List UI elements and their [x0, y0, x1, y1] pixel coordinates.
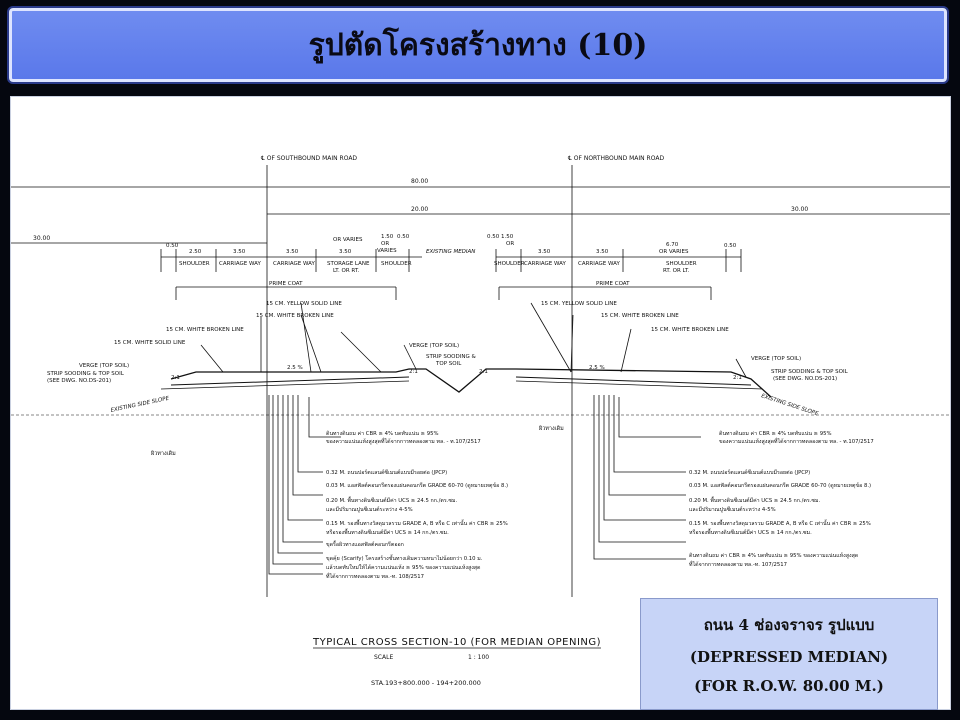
lane-carriage-2: CARRIAGE WAY: [273, 261, 315, 267]
caption-box: ถนน 4 ช่องจราจร รูปแบบ (DEPRESSED MEDIAN…: [640, 598, 938, 710]
cross-section-svg: ℄ OF SOUTHBOUND MAIN ROAD ℄ OF NORTHBOUN…: [11, 155, 950, 687]
strip-callout-1b: (SEE DWG. NO.DS-201): [47, 378, 111, 384]
w-3-50-d: 3.50: [538, 249, 551, 255]
lane-storage-1: STORAGE LANE: [327, 261, 370, 267]
left-layer-1b: ของความแน่นแห้งสูงสุดที่ได้จากการทดลองตา…: [326, 437, 481, 445]
right-layer-4a: 0.20 M. พื้นทางดินซีเมนต์มีค่า UCS ≥ 24.…: [689, 496, 820, 504]
caption-line-3: (FOR R.O.W. 80.00 M.): [694, 677, 884, 696]
lane-shoulder-2: SHOULDER: [381, 261, 412, 267]
strip-callout-3b: (SEE DWG. NO.DS-201): [773, 376, 837, 382]
prime-coat-1: PRIME COAT: [269, 281, 303, 287]
caption-line-1: ถนน 4 ช่องจราจร รูปแบบ: [703, 615, 875, 634]
left-layer-2: 0.32 M. ถนนปอร์ตแลนด์ซีเมนต์แบบมีรอยต่อ …: [326, 469, 447, 476]
section-title: TYPICAL CROSS SECTION-10 (FOR MEDIAN OPE…: [312, 637, 601, 648]
slide-title-bar: รูปตัดโครงสร้างทาง (10): [9, 8, 947, 82]
slope-1: 2:1: [171, 375, 180, 381]
yellow-line-callout-2: 15 CM. YELLOW SOLID LINE: [541, 301, 617, 307]
left-layer-5b: หรือรองพื้นทางดินซีเมนต์มีค่า UCS ≥ 14 ก…: [326, 528, 449, 536]
lane-carriage-4: CARRIAGE WAY: [578, 261, 620, 267]
w-0-50-c: 0.50: [487, 234, 500, 240]
right-layer-3: 0.03 M. แอสฟัลต์คอนกรีตรองแผ่นคอนกรีต GR…: [689, 482, 871, 489]
left-layer-4b: และมีปริมาณปูนซีเมนต์ระหว่าง 4-5%: [326, 506, 413, 513]
caption-line-2: (DEPRESSED MEDIAN): [689, 647, 889, 666]
white-broken-callout-3: 15 CM. WHITE BROKEN LINE: [601, 313, 679, 319]
left-layer-1a: ดินทางดินถม ค่า CBR ≥ 4% บดทับแน่น ≥ 95%: [326, 430, 439, 437]
white-solid-callout-1: 15 CM. WHITE SOLID LINE: [114, 340, 186, 346]
right-layer-6a: ดินทางดินถม ค่า CBR ≥ 4% บดทับแน่น ≥ 95%…: [689, 552, 859, 559]
left-layer-7a: ขุดคุ้ย (Scarify) โครงสร้างชั้นทางเดิมคว…: [326, 554, 483, 562]
left-layer-3: 0.03 M. แอสฟัลต์คอนกรีตรองแผ่นคอนกรีต GR…: [326, 482, 508, 489]
or-varies-2: OR: [381, 241, 389, 247]
right-layer-1a: ดินทางดินถม ค่า CBR ≥ 4% บดทับแน่น ≥ 95%: [719, 430, 832, 437]
lane-carriage-3: CARRIAGE WAY: [524, 261, 566, 267]
dim-right: 30.00: [791, 206, 808, 213]
w-3-50-c: 3.50: [339, 249, 352, 255]
dim-median: 20.00: [411, 206, 428, 213]
lane-shoulder-4b: RT. OR LT.: [663, 268, 690, 274]
south-centerline-label: ℄ OF SOUTHBOUND MAIN ROAD: [261, 155, 357, 162]
left-layer-6: ขุดรื้อผิวทางแอสฟัลต์คอนกรีตออก: [326, 540, 404, 548]
or-varies-1: OR VARIES: [333, 237, 363, 243]
white-broken-callout-2: 15 CM. WHITE BROKEN LINE: [166, 327, 244, 333]
strip-callout-2a: STRIP SOODING &: [426, 354, 476, 360]
scale-value: 1 : 100: [468, 654, 489, 661]
w-3-50-e: 3.50: [596, 249, 609, 255]
station-range: STA.193+800.000 - 194+200.000: [371, 679, 481, 687]
white-broken-callout-4: 15 CM. WHITE BROKEN LINE: [651, 327, 729, 333]
yellow-line-callout-1: 15 CM. YELLOW SOLID LINE: [266, 301, 342, 307]
w-1-50-b: 1.50: [501, 234, 514, 240]
right-layer-5b: หรือรองพื้นทางดินซีเมนต์มีค่า UCS ≥ 14 ก…: [689, 528, 812, 536]
dim-total: 80.00: [411, 178, 428, 185]
or-varies-5: OR VARIES: [659, 249, 689, 255]
slide-title: รูปตัดโครงสร้างทาง (10): [308, 27, 648, 63]
left-layer-4a: 0.20 M. พื้นทางดินซีเมนต์มีค่า UCS ≥ 24.…: [326, 496, 457, 504]
existing-side-slope-2: EXISTING SIDE SLOPE: [760, 393, 819, 417]
slope-3: 2:1: [479, 369, 488, 375]
w-6-70: 6.70: [666, 242, 679, 248]
slope-4: 2:1: [733, 375, 742, 381]
lane-shoulder-3: SHOULDER: [494, 261, 525, 267]
lane-carriage-1: CARRIAGE WAY: [219, 261, 261, 267]
left-layer-7b: แล้วบดทับใหม่ให้ได้ความแน่นแห้ง ≥ 95% ขอ…: [326, 563, 481, 571]
verge-callout-3: VERGE (TOP SOIL): [751, 356, 801, 362]
verge-callout-2: VERGE (TOP SOIL): [409, 343, 459, 349]
right-layer-1b: ของความแน่นแห้งสูงสุดที่ได้จากการทดลองตา…: [719, 437, 874, 445]
strip-callout-3a: STRIP SODDING & TOP SOIL: [771, 369, 849, 375]
left-layer-5a: 0.15 M. รองพื้นทางวัสดุมวลรวม GRADE A, B…: [326, 519, 508, 527]
w-0-50-b: 0.50: [397, 234, 410, 240]
right-layer-4b: และมีปริมาณปูนซีเมนต์ระหว่าง 4-5%: [689, 506, 776, 513]
cross-section-drawing: ℄ OF SOUTHBOUND MAIN ROAD ℄ OF NORTHBOUN…: [10, 96, 951, 710]
w-0-50-d: 0.50: [724, 243, 737, 249]
w-1-50-a: 1.50: [381, 234, 394, 240]
existing-side-slope-1: EXISTING SIDE SLOPE: [110, 396, 170, 414]
lane-storage-2: LT. OR RT.: [333, 268, 360, 274]
slope-2: 2:1: [409, 369, 418, 375]
white-broken-callout-1: 15 CM. WHITE BROKEN LINE: [256, 313, 334, 319]
lane-shoulder-1: SHOULDER: [179, 261, 210, 267]
w-3-50-b: 3.50: [286, 249, 299, 255]
strip-callout-2b: TOP SOIL: [435, 361, 462, 367]
w-3-50-a: 3.50: [233, 249, 246, 255]
grade-2: 2.5 %: [589, 365, 605, 371]
prime-coat-2: PRIME COAT: [596, 281, 630, 287]
existing-median-label: EXISTING MEDIAN: [426, 249, 475, 255]
lane-shoulder-4a: SHOULDER: [666, 261, 697, 267]
ground-label-2: ผิวทางเดิม: [538, 425, 564, 432]
right-layer-2: 0.32 M. ถนนปอร์ตแลนด์ซีเมนต์แบบมีรอยต่อ …: [689, 469, 810, 476]
right-layer-6b: ที่ได้จากการทดลองตาม ทล.-ท. 107/2517: [689, 560, 787, 568]
strip-callout-1a: STRIP SOODING & TOP SOIL: [47, 371, 125, 377]
north-centerline-label: ℄ OF NORTHBOUND MAIN ROAD: [568, 155, 664, 162]
verge-callout-1: VERGE (TOP SOIL): [79, 363, 129, 369]
scale-label: SCALE: [374, 654, 393, 661]
ground-label-1: ผิวทางเดิม: [150, 450, 176, 457]
left-layer-7c: ที่ได้จากการทดลองตาม ทล.-ท. 108/2517: [326, 572, 424, 580]
or-varies-3: VARIES: [377, 248, 397, 254]
right-layer-5a: 0.15 M. รองพื้นทางวัสดุมวลรวม GRADE A, B…: [689, 519, 871, 527]
w-0-50-a: 0.50: [166, 243, 179, 249]
dim-left: 30.00: [33, 235, 50, 242]
or-varies-4: OR: [506, 241, 514, 247]
grade-1: 2.5 %: [287, 365, 303, 371]
w-2-50: 2.50: [189, 249, 202, 255]
